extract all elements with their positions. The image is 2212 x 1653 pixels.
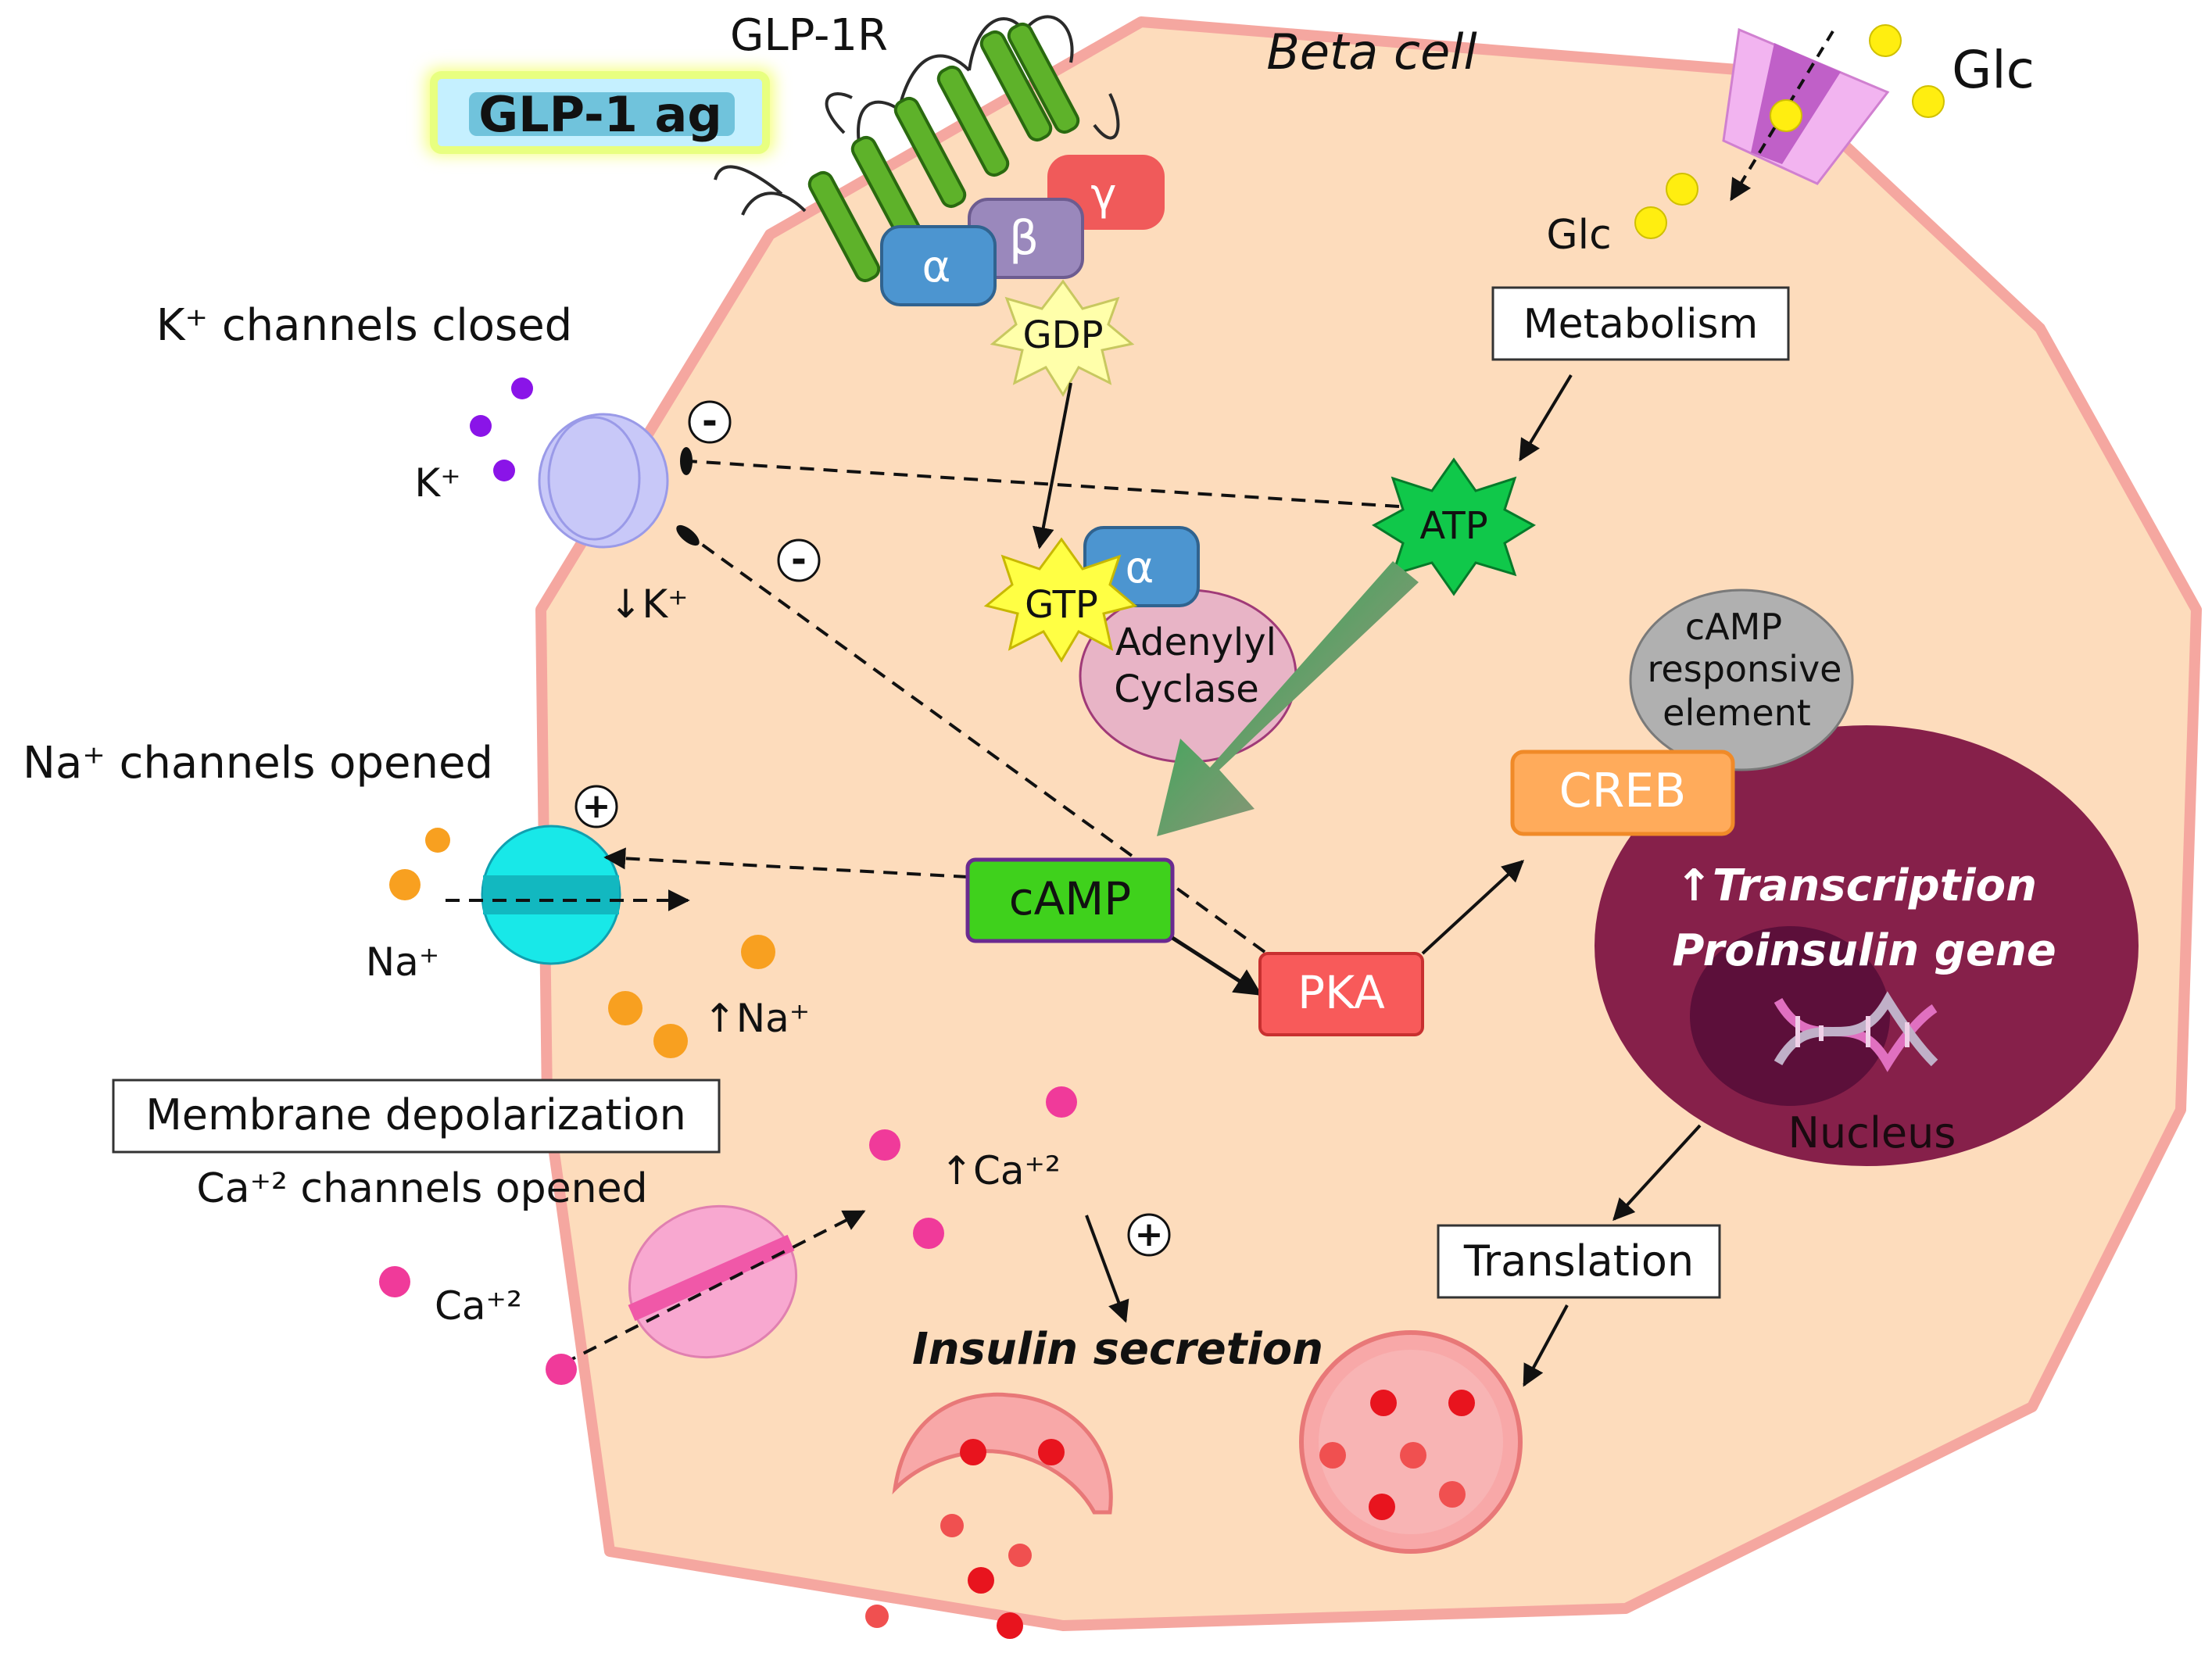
svg-text:GTP: GTP <box>1025 583 1098 627</box>
translation-box: Translation <box>1437 1224 1721 1299</box>
svg-text:-: - <box>791 538 807 581</box>
cre-ellipse: cAMP responsive element <box>1629 589 1854 771</box>
glp1-agonist-label: GLP-1 ag <box>478 86 721 143</box>
svg-text:Nucleus: Nucleus <box>1788 1108 1956 1157</box>
na-ion-dots <box>389 828 775 1058</box>
minus-sign-atp: - <box>688 399 732 444</box>
k-down-label: ↓K⁺ <box>609 581 688 627</box>
svg-text:responsive: responsive <box>1648 648 1842 690</box>
insulin-vesicle <box>1299 1330 1523 1554</box>
adenylyl-cyclase: Adenylyl Cyclase <box>1079 589 1297 764</box>
creb-box: CREB <box>1510 750 1735 836</box>
membrane-depolarization-box: Membrane depolarization <box>112 1079 721 1154</box>
glc-inside-label: Glc <box>1546 212 1611 259</box>
svg-text:Membrane depolarization: Membrane depolarization <box>145 1090 686 1140</box>
metabolism-to-atp-arrow <box>1519 374 1573 462</box>
gdp-star: GDP <box>990 279 1135 397</box>
atp-inhibits-k-line <box>687 460 1400 508</box>
plus-sign-ca: + <box>1127 1213 1171 1257</box>
ca-channels-label: Ca⁺² channels opened <box>196 1165 647 1212</box>
svg-text:+: + <box>582 786 611 826</box>
svg-text:α: α <box>922 242 951 292</box>
svg-text:Cyclase: Cyclase <box>1114 667 1259 711</box>
pka-box: PKA <box>1258 952 1424 1036</box>
camp-to-na-arrow <box>603 847 968 878</box>
plus-sign-na: + <box>574 785 618 828</box>
camp-to-pka-arrow <box>1171 936 1262 996</box>
na-ion-label: Na⁺ <box>366 939 439 985</box>
exocytosis-vesicle <box>892 1392 1113 1515</box>
nucleus-to-translation-arrow <box>1612 1124 1702 1222</box>
camp-box: cAMP <box>965 857 1175 943</box>
pka-to-creb-arrow <box>1421 860 1525 955</box>
ca-ion-dots <box>379 1086 1077 1385</box>
svg-text:α: α <box>1126 542 1154 593</box>
k-ion-dots <box>470 377 533 481</box>
svg-text:ATP: ATP <box>1419 504 1487 548</box>
ca-ion-label: Ca⁺² <box>435 1283 522 1329</box>
secreted-insulin-dots <box>865 1514 1032 1639</box>
g-protein-alpha: α <box>880 225 997 306</box>
transcription-label: ↑Transcription <box>1676 860 2037 911</box>
glucose-dots <box>1634 24 1945 239</box>
svg-text:PKA: PKA <box>1297 966 1385 1019</box>
receptor-label: GLP-1R <box>730 10 888 61</box>
glp1-receptor: GLP-1R γ β α <box>714 10 1165 306</box>
svg-text:β: β <box>1009 211 1039 266</box>
svg-text:γ: γ <box>1090 170 1116 220</box>
gtp-star: GTP <box>983 537 1138 663</box>
beta-cell-membrane <box>535 16 2202 1631</box>
svg-text:element: element <box>1663 692 1811 734</box>
ca-up-label: ↑Ca⁺² <box>940 1148 1061 1193</box>
cell-label: Beta cell <box>1266 23 1476 81</box>
na-up-label: ↑Na⁺ <box>703 996 810 1041</box>
svg-text:cAMP: cAMP <box>1009 872 1132 925</box>
svg-text:CREB: CREB <box>1559 764 1687 818</box>
svg-text:Adenylyl: Adenylyl <box>1115 621 1276 664</box>
na-channels-label: Na⁺ channels opened <box>23 738 493 789</box>
insulin-secretion-label: Insulin secretion <box>912 1324 1323 1375</box>
gdp-to-gtp-arrow <box>1032 382 1072 549</box>
svg-text:Translation: Translation <box>1463 1236 1694 1286</box>
glp1-agonist-box: GLP-1 ag <box>426 69 774 155</box>
k-channels-label: K⁺ channels closed <box>156 300 572 351</box>
svg-text:GDP: GDP <box>1022 313 1103 357</box>
ca-to-secretion-arrow <box>1085 1215 1129 1323</box>
minus-sign-pka: - <box>777 538 821 582</box>
atp-star: ATP <box>1372 457 1536 596</box>
metabolism-box: Metabolism <box>1491 286 1790 361</box>
svg-text:cAMP: cAMP <box>1685 606 1782 648</box>
k-ion-label: K⁺ <box>414 460 460 506</box>
proinsulin-label: Proinsulin gene <box>1672 925 2056 976</box>
na-channel <box>446 825 690 965</box>
svg-text:+: + <box>1135 1215 1164 1254</box>
atp-to-camp-green-arrow <box>1157 561 1419 836</box>
translation-to-vesicle-arrow <box>1523 1304 1569 1387</box>
svg-text:Metabolism: Metabolism <box>1523 301 1759 348</box>
k-channel <box>538 413 700 549</box>
ca-channel <box>562 1204 866 1365</box>
svg-text:-: - <box>702 399 718 443</box>
glc-outside-label: Glc <box>1952 40 2035 100</box>
dna-icon <box>1774 991 1938 1072</box>
